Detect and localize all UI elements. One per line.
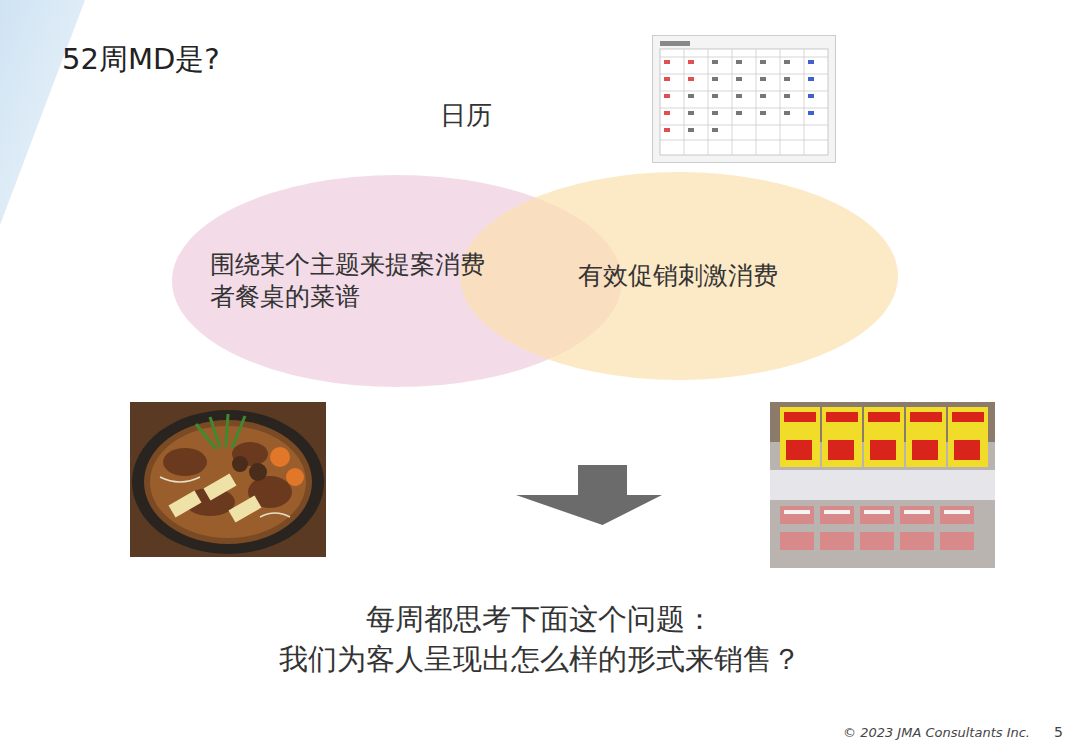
venn-ellipse: 有效促销刺激消费 xyxy=(460,172,898,380)
hotpot-photo xyxy=(130,402,326,557)
ellipse-label: 围绕某个主题来提案消费者餐桌的菜谱 xyxy=(210,249,490,314)
ellipse-text-area: 围绕某个主题来提案消费者餐桌的菜谱 xyxy=(210,175,490,387)
ellipse-label: 有效促销刺激消费 xyxy=(578,260,838,293)
down-arrow xyxy=(510,460,670,530)
copyright-note: © 2023 JMA Consultants Inc. xyxy=(843,725,1030,740)
slide-title: 52周MD是? xyxy=(62,40,220,80)
ellipse-text-area: 有效促销刺激消费 xyxy=(578,172,838,380)
question-text: 我们为客人呈现出怎么样的形式来销售？ xyxy=(279,640,801,680)
calendar-picture xyxy=(652,35,836,163)
set-label: 日历 xyxy=(440,98,492,133)
page-number: 5 xyxy=(1054,724,1063,740)
meat-counter-photo xyxy=(770,402,995,568)
question-text: 每周都思考下面这个问题： xyxy=(366,600,714,640)
corner-decoration xyxy=(0,0,120,240)
